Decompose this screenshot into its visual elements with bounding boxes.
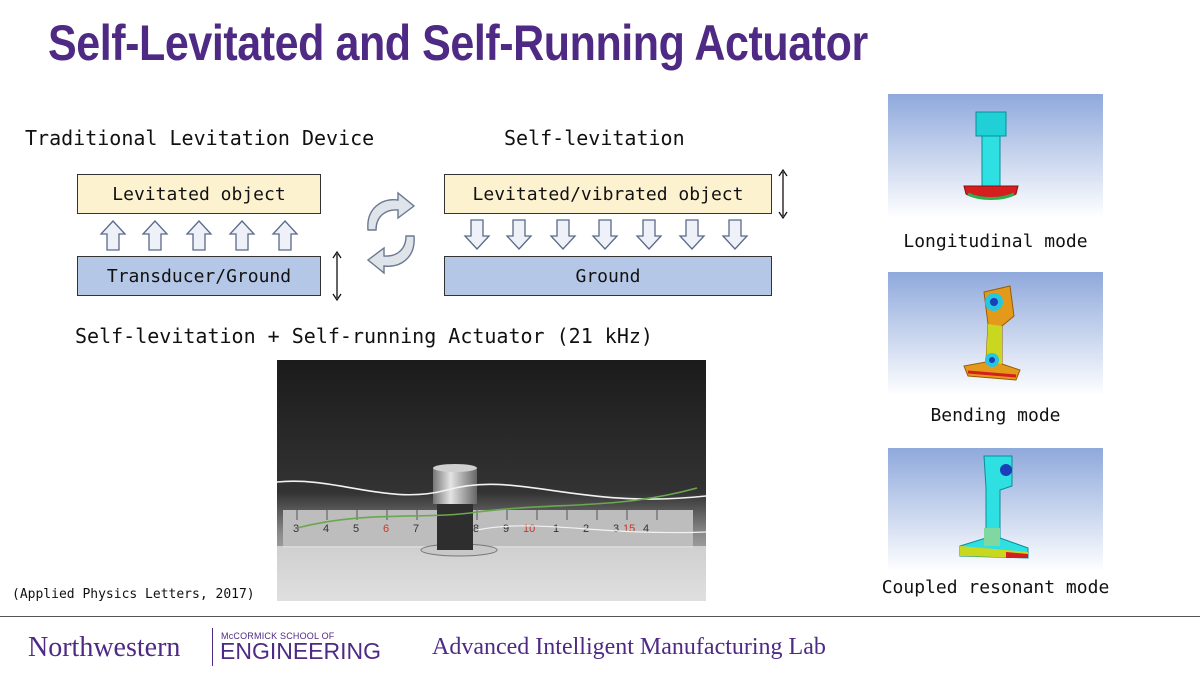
ruler xyxy=(283,510,693,548)
ruler-number: 6 xyxy=(383,523,389,535)
self-levitation-heading: Self-levitation xyxy=(504,126,685,150)
up-arrow-icon xyxy=(185,220,213,251)
ruler-number: 15 xyxy=(623,523,635,535)
ruler-number: 5 xyxy=(353,523,359,535)
ruler-number: 3 xyxy=(293,523,299,535)
coupled-resonant-mode-label: Coupled resonant mode xyxy=(881,577,1110,598)
levitated-object-box: Levitated object xyxy=(77,174,321,214)
ruler-number: 4 xyxy=(643,523,649,535)
down-arrow-icon xyxy=(591,219,619,250)
footer-divider xyxy=(0,616,1200,617)
stage-surface xyxy=(277,546,706,601)
ground-box: Ground xyxy=(444,256,772,296)
downward-arrows xyxy=(463,219,749,250)
up-arrow-icon xyxy=(271,220,299,251)
up-arrow-icon xyxy=(141,220,169,251)
longitudinal-mode-label: Longitudinal mode xyxy=(903,231,1088,252)
actuator-heading: Self-levitation + Self-running Actuator … xyxy=(75,324,653,348)
lab-name: Advanced Intelligent Manufacturing Lab xyxy=(432,634,826,660)
citation: (Applied Physics Letters, 2017) xyxy=(12,587,255,602)
wire xyxy=(476,525,706,534)
longitudinal-mode-image xyxy=(888,94,1103,218)
down-arrow-icon xyxy=(549,219,577,250)
down-arrow-icon xyxy=(635,219,663,250)
slide-title: Self-Levitated and Self-Running Actuator xyxy=(48,15,868,71)
down-arrow-icon xyxy=(505,219,533,250)
down-arrow-icon xyxy=(721,219,749,250)
bending-mode-label: Bending mode xyxy=(930,405,1061,426)
ruler-number: 1 xyxy=(553,523,559,535)
up-arrow-icon xyxy=(99,220,127,251)
northwestern-logo-text: Northwestern xyxy=(28,632,181,663)
wire xyxy=(277,480,706,500)
double-vertical-arrow-icon xyxy=(332,250,342,302)
engineering-text: ENGINEERING xyxy=(220,638,382,664)
ruler-number: 7 xyxy=(413,523,419,535)
wire xyxy=(296,487,698,529)
ruler-number: 10 xyxy=(523,523,535,535)
levitated-vibrated-object-box: Levitated/vibrated object xyxy=(444,174,772,214)
bending-mode-image xyxy=(888,272,1103,396)
actuator-photo: 3 4 5 6 7 8 9 10 1 2 3 4 15 xyxy=(277,360,706,601)
up-arrow-icon xyxy=(228,220,256,251)
transducer-ground-box: Transducer/Ground xyxy=(77,256,321,296)
down-arrow-icon xyxy=(678,219,706,250)
double-vertical-arrow-icon xyxy=(778,168,788,220)
ruler-number: 3 xyxy=(613,523,619,535)
ruler-number: 8 xyxy=(473,523,479,535)
logo-separator xyxy=(212,628,213,666)
upward-arrows xyxy=(99,220,299,251)
coupled-resonant-mode-image xyxy=(888,448,1103,572)
cycle-arrows-icon xyxy=(366,191,416,275)
ruler-number: 9 xyxy=(503,523,509,535)
ruler-number: 4 xyxy=(323,523,329,535)
traditional-heading: Traditional Levitation Device xyxy=(25,126,375,150)
mccormick-text: McCORMICK SCHOOL OF xyxy=(221,631,335,641)
down-arrow-icon xyxy=(463,219,491,250)
